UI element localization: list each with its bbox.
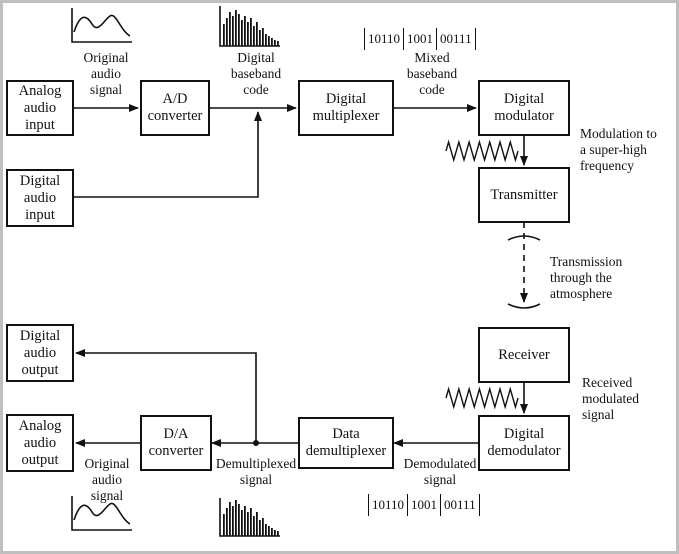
- label-modulation: Modulation to a super-high frequency: [580, 126, 657, 173]
- spectrum-bar: [262, 518, 264, 536]
- spectrum-bar: [229, 12, 231, 46]
- receiver-box: Receiver: [478, 327, 570, 383]
- spectrum-bar: [259, 30, 261, 46]
- spectrum-bar: [256, 512, 258, 536]
- label-demodulated-signal: Demodulated signal: [403, 456, 477, 487]
- spectrum-bar: [238, 504, 240, 536]
- binary-code-bottom: 10110 1001 00111: [368, 494, 480, 516]
- analog-wave-bottom-axes: [71, 496, 132, 531]
- spectrum-bar: [247, 512, 249, 536]
- spectrum-bar: [241, 20, 243, 46]
- spectrum-bar: [226, 508, 228, 536]
- code-segment: 1001: [408, 494, 442, 516]
- code-segment: 00111: [440, 31, 472, 46]
- digital-demodulator-box: Digital demodulator: [478, 415, 570, 471]
- analog-wave-top-axes: [71, 8, 132, 43]
- label-received-modulated: Received modulated signal: [582, 375, 639, 422]
- digital-audio-input-box: Digital audio input: [6, 169, 74, 227]
- digital-multiplexer-box: Digital multiplexer: [298, 80, 394, 136]
- binary-code-top: 10110 1001 00111: [364, 28, 476, 50]
- spectrum-bar: [265, 34, 267, 46]
- spectrum-bar: [256, 22, 258, 46]
- spectrum-bar: [268, 526, 270, 536]
- arrow-digital-input-path: [74, 111, 262, 198]
- spectrum-bar: [244, 506, 246, 536]
- antenna-arc-bottom: [507, 303, 541, 309]
- branch-junction: [253, 440, 259, 446]
- analog-audio-input-box: Analog audio input: [6, 80, 74, 136]
- digital-modulator-box: Digital modulator: [478, 80, 570, 136]
- label-demultiplexed-signal: Demultiplexed signal: [215, 456, 297, 487]
- spectrum-bar: [229, 502, 231, 536]
- analog-wave-bottom: [73, 502, 131, 525]
- spectrum-bar: [235, 10, 237, 46]
- spectrum-bar: [235, 500, 237, 536]
- code-segment: 00111: [444, 497, 476, 512]
- spectrum-bar: [253, 26, 255, 46]
- digital-spectrum-top: [223, 10, 279, 46]
- spectrum-bar: [232, 16, 234, 46]
- spectrum-bar: [226, 18, 228, 46]
- spectrum-bar: [223, 24, 225, 46]
- spectrum-bar: [250, 18, 252, 46]
- ad-converter-box: A/D converter: [140, 80, 210, 136]
- digital-spectrum-bottom: [223, 500, 279, 536]
- code-segment: 1001: [404, 28, 438, 50]
- label-digital-baseband-code: Digital baseband code: [230, 50, 282, 97]
- transmitter-box: Transmitter: [478, 167, 570, 223]
- arrow-branch-digital-output: [75, 349, 257, 443]
- spectrum-bar: [244, 16, 246, 46]
- spectrum-bar: [253, 516, 255, 536]
- analog-wave-top: [73, 14, 131, 37]
- spectrum-bar: [268, 36, 270, 46]
- spectrum-bar: [259, 520, 261, 536]
- spectrum-bar: [223, 514, 225, 536]
- data-demultiplexer-box: Data demultiplexer: [298, 417, 394, 469]
- spectrum-bar: [241, 510, 243, 536]
- spectrum-bar: [271, 528, 273, 536]
- label-transmission: Transmission through the atmosphere: [550, 254, 623, 301]
- spectrum-bar: [247, 22, 249, 46]
- code-segment: 10110: [365, 28, 405, 50]
- modulated-wave-top: [445, 139, 519, 163]
- spectrum-bar: [271, 38, 273, 46]
- spectrum-bar: [232, 506, 234, 536]
- da-converter-box: D/A converter: [140, 415, 212, 471]
- spectrum-bar: [277, 41, 279, 46]
- spectrum-bar: [274, 40, 276, 46]
- spectrum-bar: [238, 14, 240, 46]
- spectrum-bar: [277, 531, 279, 536]
- analog-audio-output-box: Analog audio output: [6, 414, 74, 472]
- modulated-wave-bottom: [445, 386, 519, 410]
- antenna-arc-top: [507, 235, 541, 241]
- label-mixed-baseband-code: Mixed baseband code: [406, 50, 458, 97]
- spectrum-bar: [265, 524, 267, 536]
- spectrum-bar: [262, 28, 264, 46]
- label-original-audio-bottom: Original audio signal: [84, 456, 130, 503]
- spectrum-bar: [250, 508, 252, 536]
- digital-audio-output-box: Digital audio output: [6, 324, 74, 382]
- spectrum-bar: [274, 530, 276, 536]
- label-original-audio-top: Original audio signal: [83, 50, 129, 97]
- code-segment: 10110: [369, 494, 409, 516]
